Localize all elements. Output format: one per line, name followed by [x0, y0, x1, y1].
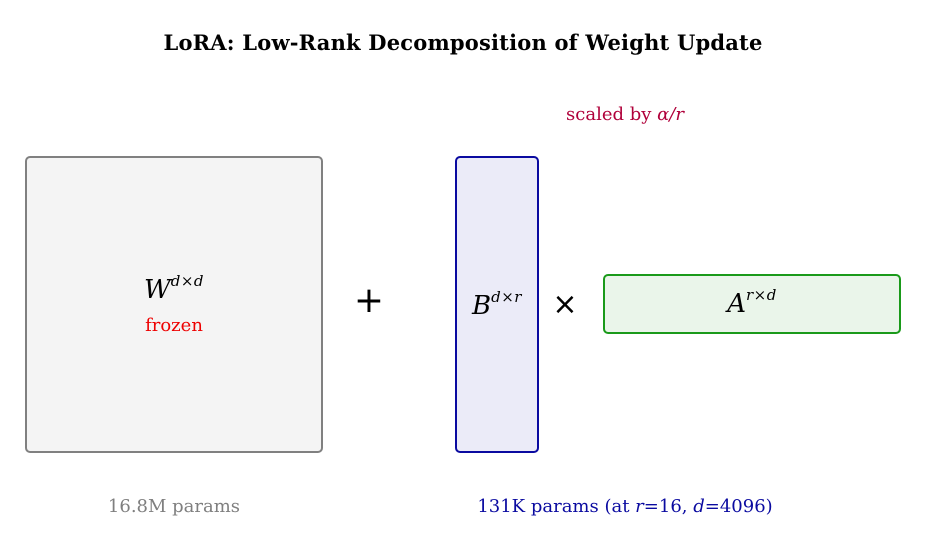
frozen-label: frozen	[145, 315, 203, 336]
matrix-a-dims: r×d	[745, 286, 777, 304]
matrix-w-symbol: W	[143, 275, 171, 305]
matrix-b-label: Bd×r	[455, 288, 539, 321]
frozen-params-caption: 16.8M params	[107, 496, 241, 517]
matrix-b	[455, 156, 539, 453]
rank-symbol: r	[635, 496, 644, 517]
scaling-prefix: scaled by	[566, 104, 658, 125]
matrix-w-dims: d×d	[170, 272, 204, 290]
diagram-title: LoRA: Low-Rank Decomposition of Weight U…	[163, 30, 763, 55]
dim-value: =4096)	[704, 496, 773, 517]
matrix-w-label: Wd×d	[25, 272, 323, 305]
matrix-a-label: Ar×d	[603, 286, 901, 319]
scaling-label: scaled by α/r	[520, 104, 730, 125]
scaling-factor: α/r	[657, 104, 684, 125]
plus-operator: +	[353, 280, 385, 321]
matrix-b-symbol: B	[472, 291, 492, 321]
weight-matrix-w	[25, 156, 323, 453]
matrix-b-dims: d×r	[491, 288, 522, 306]
dim-symbol: d	[693, 496, 705, 517]
matrix-a-symbol: A	[727, 289, 746, 319]
lowrank-params-caption: 131K params (at r=16, d=4096)	[420, 496, 830, 517]
lowrank-params-prefix: 131K params (at	[477, 496, 636, 517]
times-operator: ×	[552, 287, 578, 322]
rank-value: =16,	[643, 496, 694, 517]
matrix-a	[603, 274, 901, 334]
